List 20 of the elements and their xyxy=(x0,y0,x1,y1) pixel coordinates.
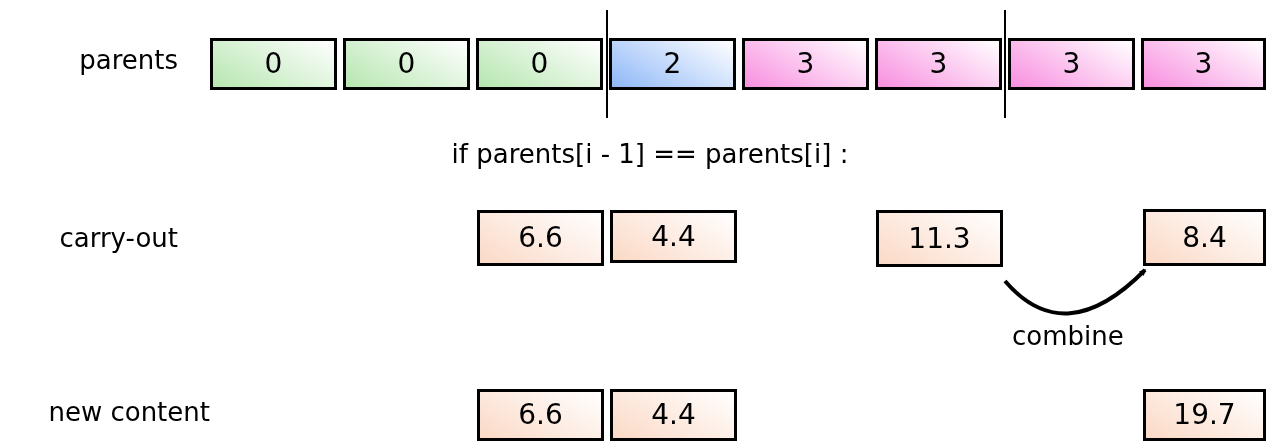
value-box: 3 xyxy=(1141,38,1266,90)
curved-arrow xyxy=(1003,268,1147,316)
condition-text: if parents[i - 1] == parents[i] : xyxy=(450,138,850,170)
row-label: parents xyxy=(78,44,178,76)
value-box: 0 xyxy=(210,38,337,90)
value-box: 4.4 xyxy=(610,389,737,441)
value-box: 6.6 xyxy=(477,210,604,266)
value-box: 6.6 xyxy=(477,389,604,441)
value-box: 3 xyxy=(742,38,869,90)
value-box: 4.4 xyxy=(610,210,737,263)
value-box: 8.4 xyxy=(1143,209,1266,266)
value-box: 19.7 xyxy=(1143,389,1266,441)
row-label: carry-out xyxy=(58,222,178,254)
row-label: new content xyxy=(47,396,210,428)
value-box: 0 xyxy=(343,38,470,90)
value-box: 3 xyxy=(1008,38,1135,90)
value-box: 3 xyxy=(875,38,1002,90)
value-box: 2 xyxy=(609,38,736,90)
value-box: 0 xyxy=(476,38,603,90)
value-box: 11.3 xyxy=(876,210,1003,267)
